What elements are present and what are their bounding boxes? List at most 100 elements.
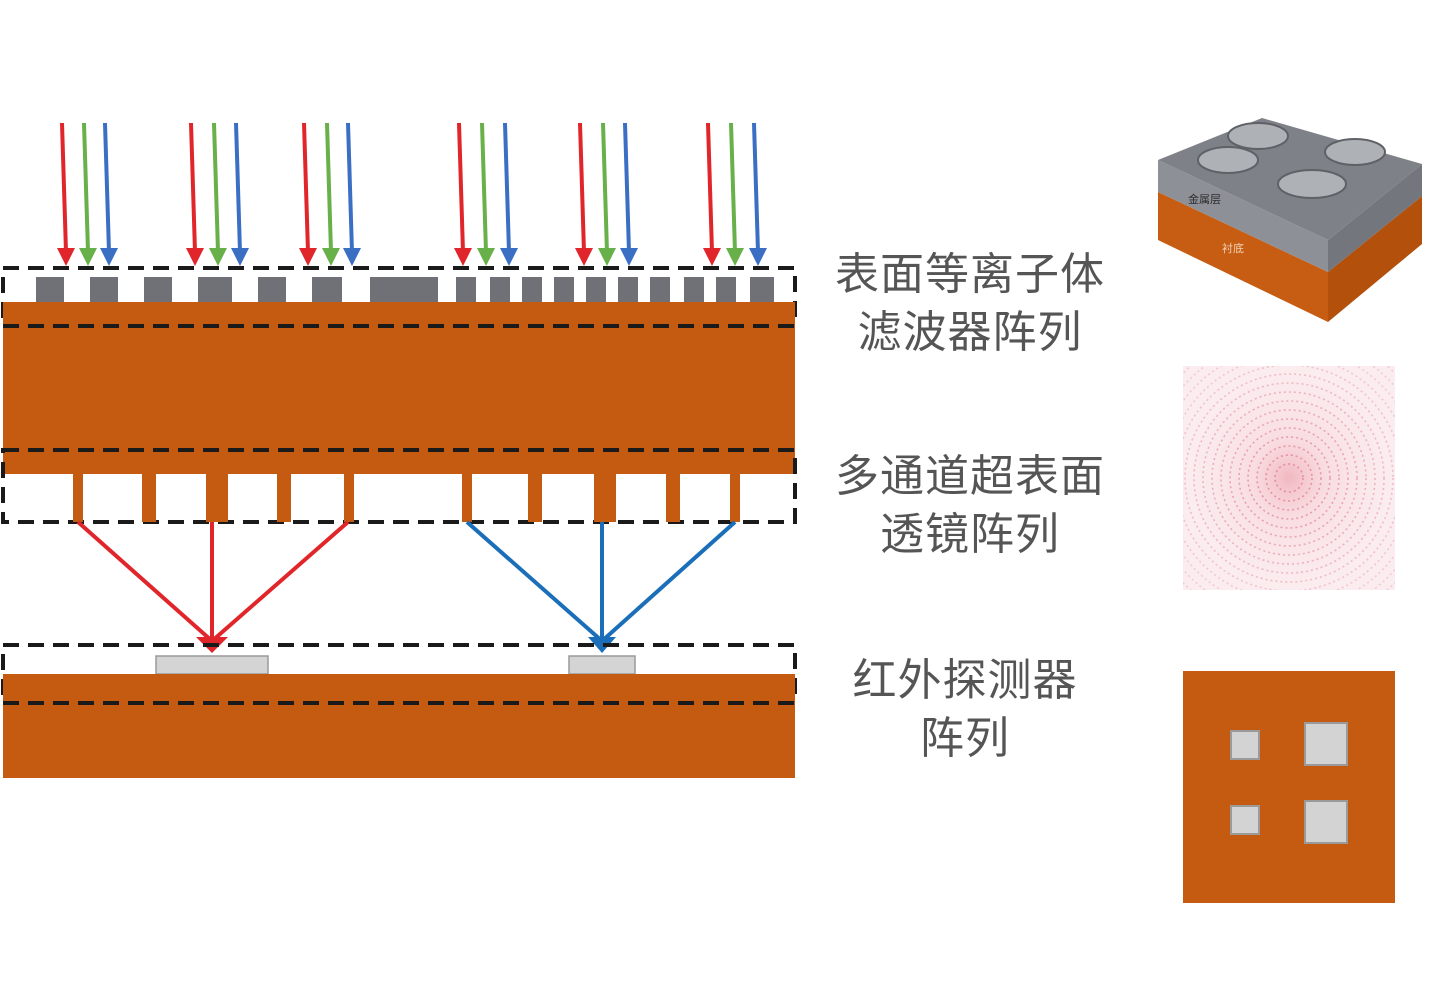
green-light-arrow — [212, 122, 220, 253]
metalens-ring — [1184, 373, 1394, 583]
detector-array-pixel-small — [1230, 805, 1260, 835]
green-light-arrow-head — [209, 248, 227, 266]
focusing-rays — [76, 520, 737, 653]
metalens-ring — [1265, 454, 1313, 502]
metalens-pillar — [142, 474, 156, 522]
inset-cube-left-face — [1158, 192, 1328, 322]
green-light-arrow — [729, 122, 737, 253]
metalens-ring — [1220, 409, 1358, 547]
red-light-arrow-head — [57, 248, 75, 266]
detector-array-label-line2: 阵列 — [920, 713, 1010, 764]
filter-layer — [1, 266, 797, 474]
red-focusing-ray — [76, 520, 214, 643]
metalens-ring — [1229, 418, 1349, 538]
detector-array-label-line1: 红外探测器 — [852, 655, 1078, 706]
red-light-arrow-head — [703, 248, 721, 266]
blue-light-arrow-head — [343, 248, 361, 266]
red-light-arrow-head — [454, 248, 472, 266]
metalens-pillar — [344, 474, 354, 522]
inset-hole — [1277, 169, 1347, 199]
green-light-arrow — [601, 122, 609, 253]
metalens-pillar — [277, 474, 291, 522]
detector-array-pixel-large — [1304, 722, 1348, 766]
detector-array-label: 红外探测器 阵列 — [815, 652, 1115, 768]
red-light-arrow-head — [299, 248, 317, 266]
metalens-rings — [1183, 366, 1395, 590]
filter-metal-block — [258, 277, 286, 303]
metalens-pillar — [206, 474, 228, 522]
filter-unit-cell-3d-inset: 金属层 衬底 — [1158, 118, 1422, 322]
red-light-arrow — [189, 122, 197, 253]
filter-metal-block — [522, 277, 542, 303]
detector-array-inset — [1183, 671, 1395, 903]
blue-light-arrow-head — [500, 248, 518, 266]
bottom-substrate — [3, 674, 795, 778]
detector-layer — [1, 643, 797, 778]
inset-metal-label: 金属层 — [1188, 192, 1221, 206]
filter-metal-block — [370, 277, 438, 303]
blue-light-arrow — [503, 122, 511, 253]
red-light-arrow — [60, 122, 68, 253]
red-focusing-ray — [210, 520, 350, 643]
filter-metal-block — [554, 277, 574, 303]
metalens-ring — [1211, 400, 1367, 556]
filter-metal-block — [586, 277, 606, 303]
green-light-arrow-head — [598, 248, 616, 266]
lens-layer — [1, 448, 797, 524]
green-light-arrow-head — [726, 248, 744, 266]
green-light-arrow-head — [477, 248, 495, 266]
detector-array-background — [1183, 671, 1395, 903]
metalens-pillar — [73, 474, 83, 522]
red-light-arrow — [302, 122, 310, 253]
metalens-array-label-line2: 透镜阵列 — [880, 509, 1060, 560]
metalens-pillar — [528, 474, 542, 522]
detector-array-pixel-large — [1304, 800, 1348, 844]
inset-cube-right-face — [1328, 196, 1422, 322]
metalens-ring — [1247, 436, 1331, 520]
metalens-pattern-inset — [1183, 366, 1395, 590]
filter-array-label: 表面等离子体 滤波器阵列 — [820, 246, 1120, 362]
metalens-ring — [1256, 445, 1322, 511]
filter-metal-block — [750, 277, 774, 303]
blue-light-arrow — [103, 122, 111, 253]
filter-metal-block — [684, 277, 704, 303]
filter-metal-block — [144, 277, 172, 303]
blue-light-arrow-head — [749, 248, 767, 266]
metalens-array-label: 多通道超表面 透镜阵列 — [820, 448, 1120, 564]
blue-focus-spot — [588, 637, 616, 653]
filter-metal-block — [36, 277, 64, 303]
filter-metal-block — [312, 277, 342, 303]
metalens-array-label-line1: 多通道超表面 — [835, 451, 1105, 502]
filter-metal-blocks — [36, 277, 774, 303]
red-light-arrow — [578, 122, 586, 253]
green-light-arrow — [82, 122, 90, 253]
filter-metal-block — [618, 277, 638, 303]
filter-metal-block — [716, 277, 736, 303]
red-light-arrow — [706, 122, 714, 253]
blue-light-arrow — [234, 122, 242, 253]
blue-light-arrow-head — [620, 248, 638, 266]
filter-metal-block — [456, 277, 476, 303]
incident-light-arrows — [57, 122, 767, 266]
inset-metal-right-face — [1328, 164, 1422, 272]
top-substrate — [3, 302, 795, 474]
metalens-ring — [1202, 391, 1376, 565]
metalens-ring — [1238, 427, 1340, 529]
lens-dashed-frame — [1, 448, 797, 524]
filter-metal-block — [490, 277, 510, 303]
metalens-pillar — [666, 474, 680, 522]
blue-focusing-ray — [465, 520, 604, 643]
metalens-pillar — [462, 474, 472, 522]
inset-metal-left-face — [1158, 160, 1328, 272]
detector-array-pixel-small — [1230, 730, 1260, 760]
red-light-arrow-head — [575, 248, 593, 266]
blue-focusing-ray — [600, 520, 737, 643]
blue-light-arrow — [346, 122, 354, 253]
blue-light-arrow-head — [231, 248, 249, 266]
red-light-arrow — [457, 122, 465, 253]
detector-pixel-right — [568, 655, 636, 675]
filter-array-label-line1: 表面等离子体 — [835, 249, 1105, 300]
filter-metal-block — [90, 277, 118, 303]
blue-light-arrow — [752, 122, 760, 253]
